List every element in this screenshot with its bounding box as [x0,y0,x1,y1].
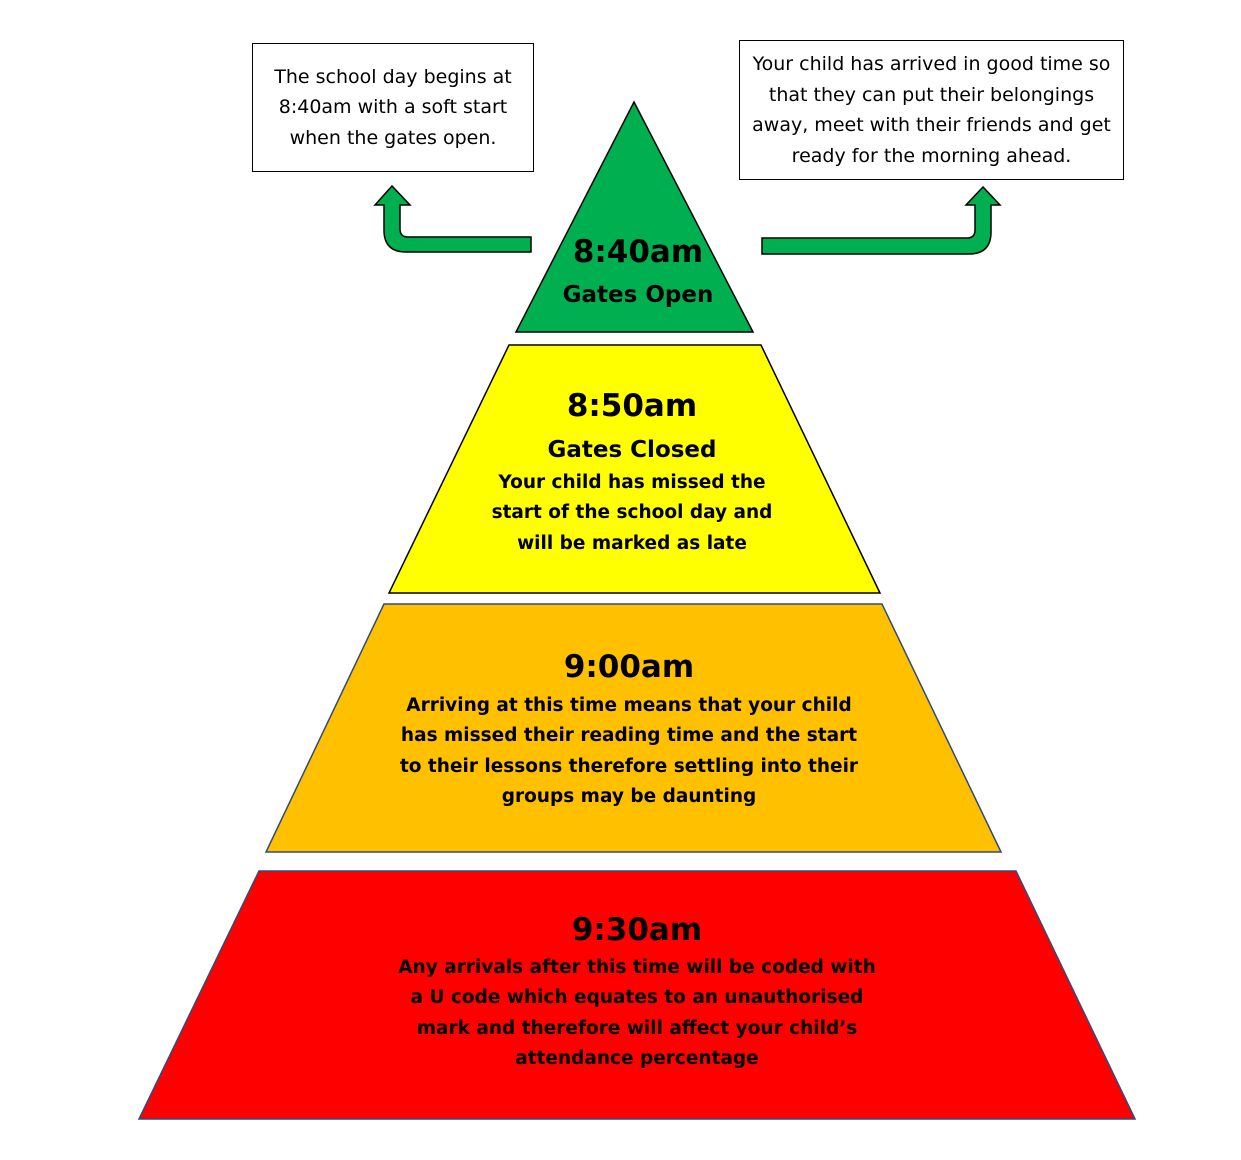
arrow-right-icon [761,185,1002,255]
tier-2-subtitle: Gates Closed [547,437,717,463]
tier-1-time: 8:40am [572,234,704,270]
tier-2-text: Your child has missed the start of the s… [491,472,773,554]
tier-red-shape [137,870,1137,1120]
tier-green-shape [514,100,755,333]
tier-3-time: 9:00am [563,649,695,685]
tier-3-text: Arriving at this time means that your ch… [399,695,859,807]
tier-orange-shape [264,603,1003,853]
callout-left: The school day begins at 8:40am with a s… [252,43,534,172]
tier-2-time: 8:50am [566,388,698,424]
callout-right: Your child has arrived in good time so t… [739,40,1124,180]
tier-4-text: Any arrivals after this time will be cod… [398,957,876,1069]
tier-yellow-shape [387,344,882,594]
tier-4-time: 9:30am [571,912,703,948]
tier-1-subtitle: Gates Open [562,282,714,308]
arrow-left-icon [373,184,532,253]
